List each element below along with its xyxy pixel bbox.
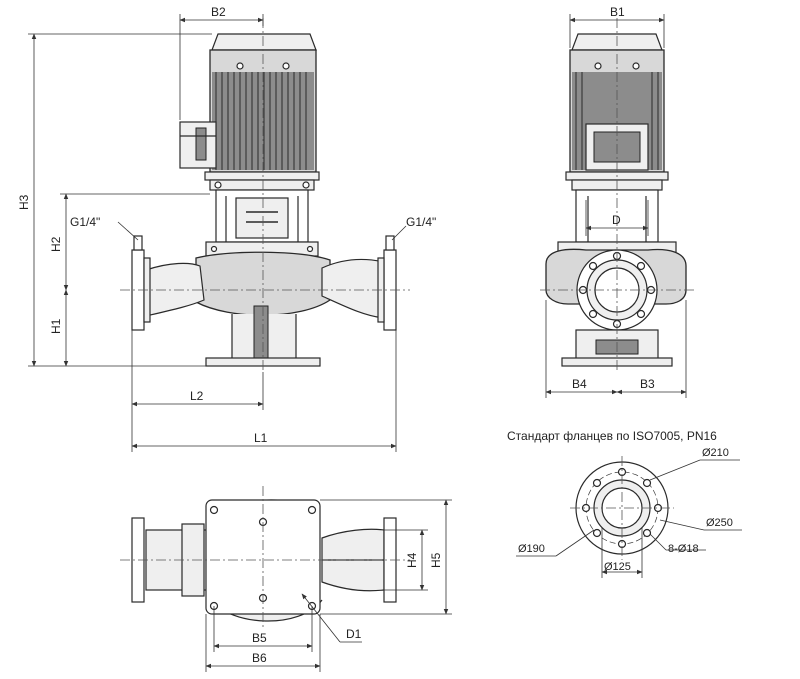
label-b5: B5	[252, 631, 267, 645]
label-h2: H2	[49, 236, 63, 252]
label-h5: H5	[429, 552, 443, 568]
label-l1: L1	[254, 431, 268, 445]
top-view: H4 H5 B5 B6 D1	[120, 486, 452, 672]
front-view: B2 H3 H2 H1 G1/4" G1/4" L2 L1	[17, 5, 436, 452]
label-b6: B6	[252, 651, 267, 665]
flange-d250: Ø250	[706, 517, 733, 529]
label-b3: B3	[640, 377, 655, 391]
flange-d190: Ø190	[518, 543, 545, 555]
label-h1: H1	[49, 318, 63, 334]
flange-detail: Стандарт фланцев по ISO7005, PN16 Ø210 Ø…	[507, 429, 742, 578]
label-g-left: G1/4"	[70, 215, 100, 229]
side-view: B1 D B4 B3	[540, 5, 694, 398]
flange-d125: Ø125	[604, 561, 631, 573]
label-g-right: G1/4"	[406, 215, 436, 229]
motor-cap	[211, 33, 317, 51]
label-b4: B4	[572, 377, 587, 391]
flange-standard-title: Стандарт фланцев по ISO7005, PN16	[507, 429, 717, 443]
flange-holes: 8-Ø18	[668, 543, 699, 555]
label-l2: L2	[190, 389, 204, 403]
label-b2: B2	[211, 5, 226, 19]
label-h3: H3	[17, 194, 31, 210]
flange-d210: Ø210	[702, 447, 729, 459]
label-d1: D1	[346, 627, 362, 641]
motor-fins	[215, 72, 307, 170]
label-b1: B1	[610, 5, 625, 19]
label-h4: H4	[405, 552, 419, 568]
label-d: D	[612, 213, 621, 227]
